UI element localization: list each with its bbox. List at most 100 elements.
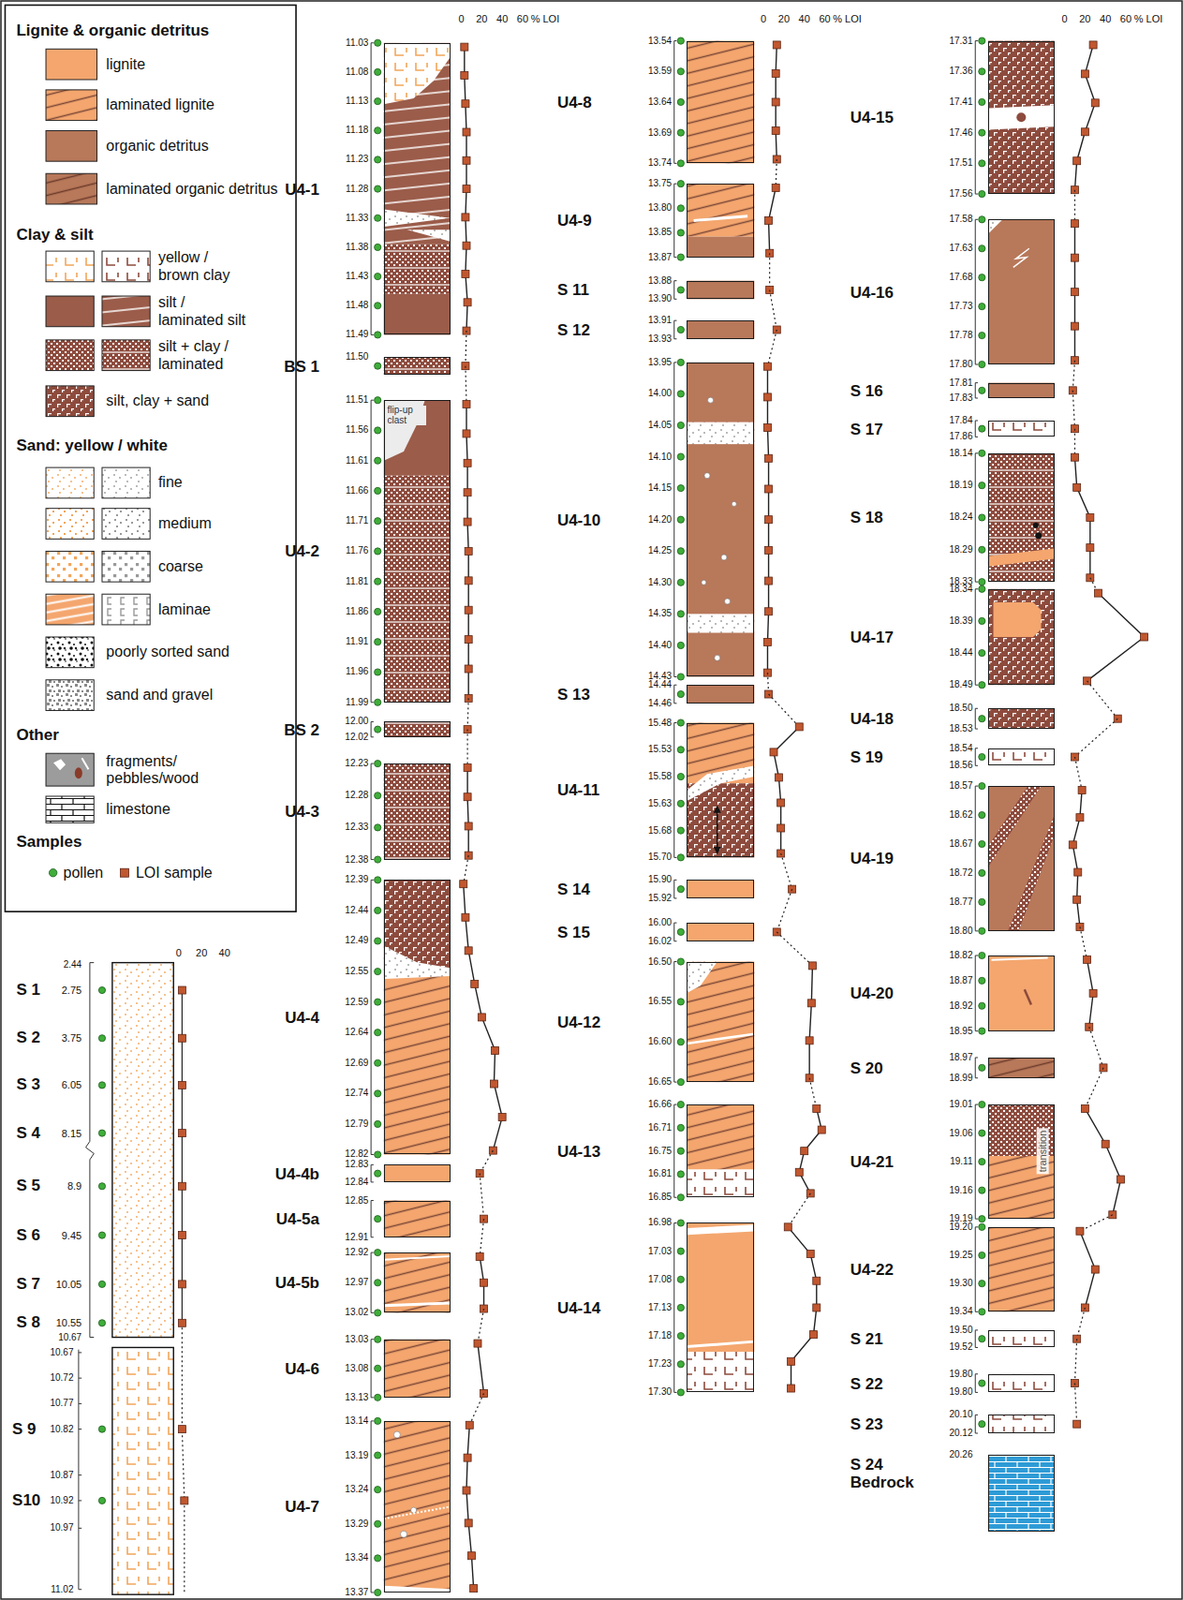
depth-label: 11.71 xyxy=(345,515,369,527)
depth-label: 17.80 xyxy=(948,358,973,370)
sediment-layer xyxy=(384,475,451,703)
depth-label: 17.46 xyxy=(948,127,973,139)
depth-label: 15.63 xyxy=(648,798,672,810)
pollen-symbol xyxy=(677,1147,684,1154)
pollen-symbol xyxy=(374,427,382,434)
pollen-symbol xyxy=(677,772,684,780)
sediment-layer xyxy=(384,399,451,476)
depth-label: 19.80 xyxy=(948,1368,973,1380)
depth-label: 13.74 xyxy=(648,158,672,170)
sediment-layer xyxy=(384,294,451,336)
legend-swatch xyxy=(45,295,94,327)
loi-symbol xyxy=(1117,1175,1125,1183)
core-fills xyxy=(384,41,1055,1593)
pollen-symbol xyxy=(978,1027,986,1035)
loi-symbol xyxy=(463,298,472,307)
pollen-symbol xyxy=(374,243,382,251)
pollen-symbol xyxy=(374,1120,382,1127)
loi-symbol xyxy=(1089,989,1097,997)
depth-label: 11.13 xyxy=(345,95,369,107)
loi-curve xyxy=(463,884,503,1151)
depth-label: 18.14 xyxy=(948,447,973,459)
depth-label: 11.33 xyxy=(345,212,369,224)
depth-label: 18.29 xyxy=(948,544,973,556)
loi-symbol xyxy=(771,98,780,106)
depth-label: 16.98 xyxy=(648,1217,672,1229)
loi-symbol xyxy=(1070,322,1079,330)
loi-gap-line xyxy=(1074,1338,1077,1383)
core-section: U4-21transition xyxy=(988,1104,1055,1219)
pollen-symbol xyxy=(374,1151,382,1158)
sediment-inclusion xyxy=(988,785,1042,868)
loi-symbol xyxy=(787,1357,796,1365)
loi-symbol xyxy=(1073,1419,1081,1428)
loi-symbol xyxy=(177,1231,186,1240)
depth-label: 19.06 xyxy=(948,1127,973,1139)
depth-bracket xyxy=(975,420,978,437)
loi-symbol xyxy=(488,1146,497,1154)
legend-label: yellow / brown clay xyxy=(158,249,250,284)
depth-label: 11.28 xyxy=(345,183,369,195)
legend-swatch xyxy=(45,130,97,162)
depth-bracket xyxy=(975,1057,978,1079)
lamina-line xyxy=(990,957,1048,960)
depth-bracket xyxy=(975,383,978,399)
loi-symbol xyxy=(1091,1265,1099,1273)
core-section: U4-15 xyxy=(988,41,1055,194)
loi-symbol xyxy=(1089,41,1097,49)
sediment-layer xyxy=(384,43,451,245)
depth-label: 20.26 xyxy=(948,1449,973,1461)
loi-symbol xyxy=(460,71,469,79)
sediment-layer xyxy=(686,362,755,678)
pollen-symbol xyxy=(374,1029,382,1036)
depth-label: 11.56 xyxy=(345,425,369,437)
pollen-symbol xyxy=(677,998,684,1006)
axis-tick-label: 20 xyxy=(475,12,488,25)
pollen-symbol xyxy=(98,1183,105,1190)
depth-label: 16.50 xyxy=(648,956,672,968)
depth-label: 16.75 xyxy=(648,1145,672,1157)
loi-symbol xyxy=(177,1318,186,1327)
section-label: S 14 xyxy=(557,880,591,900)
core-section: U4-20 xyxy=(988,955,1055,1032)
depth-label: 12.82 xyxy=(344,1149,369,1161)
section-label: S 18 xyxy=(850,509,884,529)
pollen-symbol xyxy=(374,68,382,75)
pollen-symbol xyxy=(978,1223,986,1230)
legend-label: poorly sorted sand xyxy=(105,643,230,661)
depth-label: 18.39 xyxy=(948,615,973,627)
sediment-layer xyxy=(384,1164,451,1183)
pollen-symbol xyxy=(374,876,382,884)
pollen-symbol xyxy=(677,1247,684,1255)
pollen-symbol xyxy=(374,856,382,863)
core-section: S 14 xyxy=(686,879,755,899)
depth-label: 12.92 xyxy=(344,1246,369,1258)
depth-label: 12.84 xyxy=(344,1176,369,1188)
depth-bracket xyxy=(370,1200,374,1238)
depth-label: 14.05 xyxy=(648,419,672,431)
pollen-symbol xyxy=(374,156,382,163)
depth-label: 18.50 xyxy=(948,703,973,715)
pollen-symbol xyxy=(374,272,382,280)
loi-symbol xyxy=(771,69,780,77)
depth-label: 19.01 xyxy=(948,1098,973,1110)
pollen-symbol xyxy=(978,811,986,818)
loi-symbol xyxy=(817,1125,826,1134)
pollen-symbol xyxy=(677,1389,684,1396)
pollen-symbol xyxy=(978,715,986,723)
sample-label: S 1 xyxy=(15,980,41,1000)
pollen-symbol xyxy=(374,577,382,585)
depth-label: 12.59 xyxy=(344,996,369,1008)
loi-gap-line xyxy=(1074,190,1076,224)
loi-symbol xyxy=(1076,813,1084,822)
loi-curve xyxy=(1072,789,1082,927)
loi-gap-line xyxy=(775,159,777,189)
section-label: U4-1 xyxy=(284,180,320,200)
depth-label: 12.69 xyxy=(344,1057,369,1069)
lamina-line xyxy=(1013,248,1030,267)
pollen-symbol xyxy=(374,607,382,615)
section-label: S 12 xyxy=(557,321,591,341)
depth-label: 17.08 xyxy=(648,1273,672,1286)
depth-label: 13.03 xyxy=(344,1333,369,1346)
depth-bracket xyxy=(975,1104,978,1219)
